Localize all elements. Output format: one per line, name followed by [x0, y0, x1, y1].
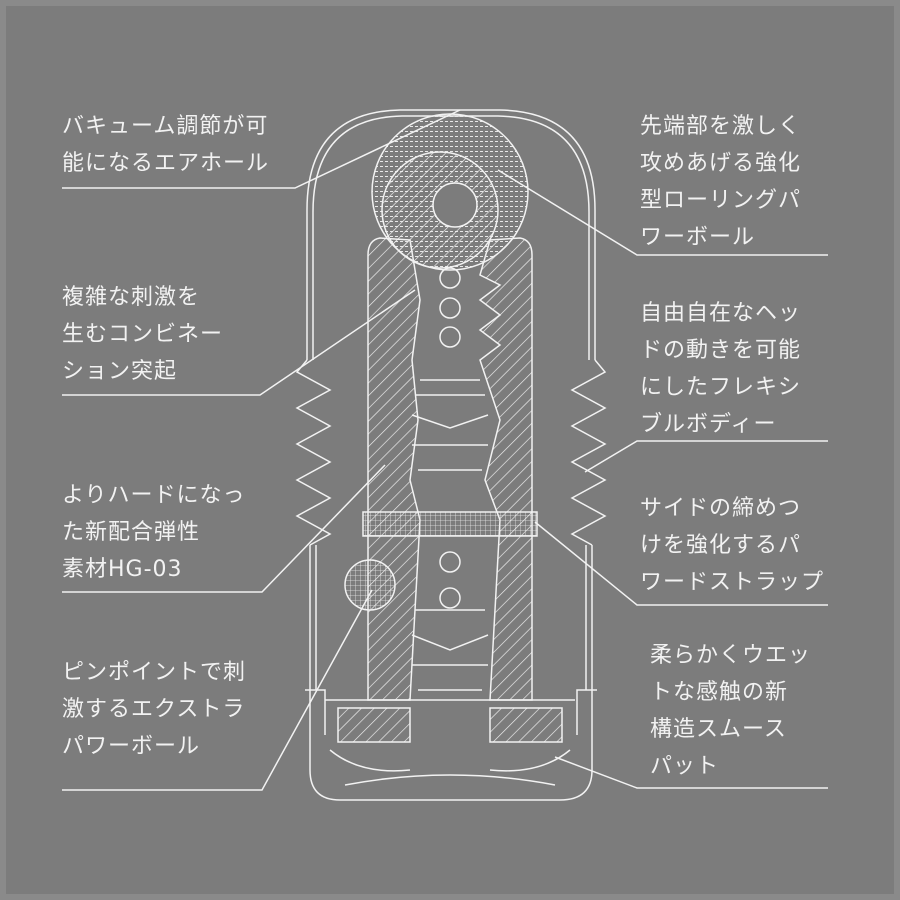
- label-line: た新配合弾性: [62, 520, 201, 545]
- inner-body-left-wall: [367, 237, 421, 701]
- left-spring: [295, 359, 332, 546]
- label-line: ドの動きを可能: [640, 338, 802, 363]
- label-line: ワーボール: [640, 225, 756, 250]
- label-combination-nubs: 複雑な刺激を 生むコンビネー ション突起: [62, 279, 223, 390]
- extra-power-ball: [344, 559, 396, 611]
- label-rolling-power-ball: 先端部を激しく 攻めあげる強化 型ローリングパ ワーボール: [640, 108, 801, 256]
- label-line: 生むコンビネー: [62, 322, 224, 347]
- smooth-pad-right: [489, 707, 563, 743]
- label-line: 素材HG-03: [62, 557, 183, 582]
- label-smooth-pad: 柔らかくウエッ トな感触の新 構造スムース パット: [650, 637, 811, 785]
- label-line: 型ローリングパ: [640, 188, 802, 213]
- label-line: サイドの締めつ: [640, 496, 802, 521]
- outer-case-top: [306, 109, 596, 360]
- label-line: 先端部を激しく: [640, 114, 802, 139]
- label-line: ワードストラップ: [640, 570, 825, 595]
- label-material: よりハードになっ た新配合弾性 素材HG-03: [62, 477, 246, 588]
- label-line: パワーボール: [62, 734, 201, 759]
- label-line: 自由自在なヘッ: [640, 301, 802, 326]
- label-flexible-body: 自由自在なヘッ ドの動きを可能 にしたフレキシ ブルボディー: [640, 295, 801, 443]
- label-line: 構造スムース: [650, 717, 787, 742]
- label-power-strap: サイドの締めつ けを強化するパ ワードストラップ: [640, 490, 824, 601]
- label-line: トな感触の新: [650, 680, 789, 705]
- label-line: 攻めあげる強化: [640, 151, 802, 176]
- label-line: パット: [650, 754, 720, 779]
- label-line: 複雑な刺激を: [62, 285, 201, 310]
- inner-body-right-wall: [478, 237, 533, 701]
- leader-material: [62, 464, 386, 593]
- label-extra-power-ball: ピンポイントで刺 激するエクストラ パワーボール: [62, 654, 246, 765]
- label-line: にしたフレキシ: [640, 375, 802, 400]
- smooth-pad-left: [337, 707, 411, 743]
- label-line: 能になるエアホール: [62, 151, 270, 176]
- label-line: バキューム調節が可: [62, 114, 269, 139]
- label-line: ブルボディー: [640, 412, 777, 437]
- leader-rolling-power-ball: [497, 169, 828, 256]
- label-air-hole: バキューム調節が可 能になるエアホール: [62, 108, 269, 182]
- power-strap: [362, 511, 538, 537]
- leader-smooth-pad: [554, 756, 828, 789]
- leader-extra-power-ball: [62, 589, 373, 791]
- label-line: ション突起: [62, 359, 178, 384]
- right-spring: [570, 359, 607, 546]
- label-line: けを強化するパ: [640, 533, 802, 558]
- outer-case-bottom: [309, 545, 593, 801]
- label-line: 激するエクストラ: [62, 697, 246, 722]
- leader-combination-nubs: [62, 289, 416, 396]
- leader-flexible-body: [584, 440, 828, 473]
- leader-power-strap: [534, 521, 828, 606]
- label-line: 柔らかくウエッ: [650, 643, 812, 668]
- leader-air-hole: [62, 109, 461, 189]
- label-line: よりハードになっ: [62, 483, 246, 508]
- label-line: ピンポイントで刺: [62, 660, 247, 685]
